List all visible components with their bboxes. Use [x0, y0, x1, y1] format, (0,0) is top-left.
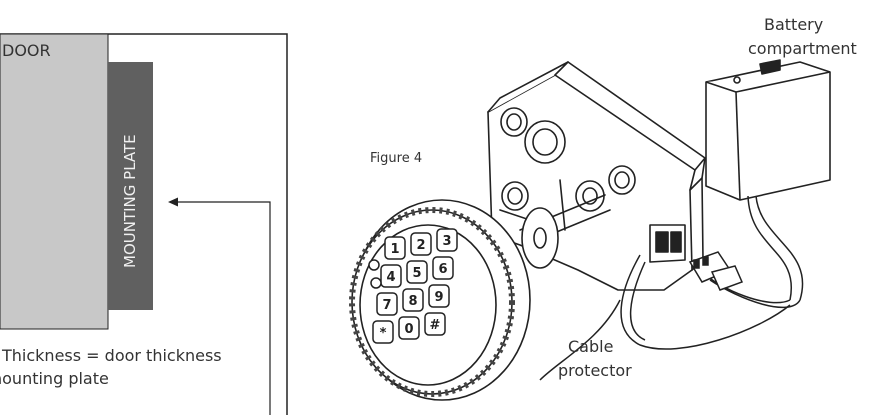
keypad-key-label: 3 — [442, 234, 451, 249]
keypad-key-label: 8 — [408, 294, 417, 309]
figure-label: Figure 4 — [370, 151, 423, 166]
keypad-key: 9 — [428, 284, 450, 308]
keypad-key-label: # — [430, 318, 441, 333]
battery-label-line-2: compartment — [748, 39, 857, 58]
keypad-key: 5 — [406, 260, 428, 284]
keypad-key-label: 4 — [386, 270, 395, 285]
keypad-key: 2 — [410, 232, 432, 256]
lock-assembly — [487, 61, 706, 291]
battery-label-line-1: Battery — [764, 15, 824, 34]
indicator-light — [368, 259, 380, 271]
door-label: DOOR — [2, 41, 51, 60]
keypad-key-label: 7 — [382, 298, 391, 313]
keypad-key: 0 — [398, 316, 420, 340]
cable-label-line-1: Cable — [568, 337, 614, 356]
keypad-key: # — [424, 312, 446, 336]
measurement-line — [176, 201, 271, 415]
keypad-key-label: 9 — [434, 290, 443, 305]
caption-line-1: Thickness = door thickness — [2, 346, 222, 365]
connector — [688, 251, 744, 291]
keypad-key: * — [372, 320, 394, 344]
wiring — [539, 195, 804, 381]
door-diagram — [0, 33, 288, 415]
keypad-key: 4 — [380, 264, 402, 288]
cable-label-line-2: protector — [558, 361, 632, 380]
keypad-key: 8 — [402, 288, 424, 312]
mounting-plate-label: MOUNTING PLATE — [121, 134, 139, 268]
mounting-plate-shape — [108, 62, 153, 310]
caption-line-2: hounting plate — [0, 369, 109, 388]
keypad-key-label: 0 — [404, 322, 413, 337]
keypad-key: 7 — [376, 292, 398, 316]
keypad-key: 3 — [436, 228, 458, 252]
keypad-key-label: 6 — [438, 262, 447, 277]
keypad-key: 6 — [432, 256, 454, 280]
keypad-key-label: 2 — [416, 238, 425, 253]
arrow-head — [168, 197, 178, 207]
keypad-key: 1 — [384, 236, 406, 260]
keypad-keys: 1 2 3 4 5 6 7 8 9 * 0 # — [368, 228, 458, 344]
keypad-key-label: * — [380, 326, 387, 341]
indicator-light — [370, 277, 382, 289]
battery-compartment — [705, 59, 831, 201]
keypad-key-label: 1 — [390, 242, 399, 257]
keypad-key-label: 5 — [412, 266, 421, 281]
door-shape — [0, 33, 109, 330]
